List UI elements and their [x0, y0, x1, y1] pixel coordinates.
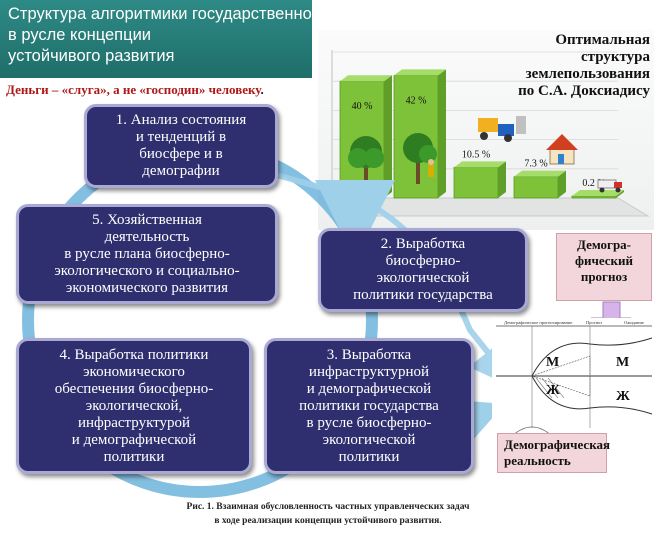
step-3-line-5: в русле биосферно-	[306, 414, 432, 431]
title-line-2: в русле концепции	[8, 26, 151, 44]
step-5-line-1: 5. Хозяйственная	[92, 211, 202, 228]
demographic-chart: Демографическое прогнозирование Прогноз …	[492, 318, 656, 440]
money-note-dot: .	[260, 82, 264, 97]
step-3-infrastructure: 3. Выработка инфраструктурной и демограф…	[264, 338, 474, 474]
step-4-line-5: инфраструктурой	[77, 414, 191, 431]
land-use-bar-label-5: 0.2 %	[582, 178, 605, 189]
caption-line-2: в ходе реализации концепции устойчивого …	[214, 516, 442, 526]
land-use-bar-label-3: 10.5 %	[462, 149, 490, 160]
land-use-bar-top-5	[572, 190, 624, 196]
step-1-line-1: 1. Анализ состояния	[115, 112, 247, 128]
step-1-line-4: демографии	[142, 163, 220, 179]
step-2-line-1: 2. Выработка	[380, 236, 466, 252]
forecast-line-1: Демогра-	[576, 237, 632, 252]
title-line-3: устойчивого развития	[8, 47, 175, 65]
step-5-line-4: экологического и социально-	[54, 262, 240, 279]
land-use-bar-side-3	[498, 161, 506, 198]
step-3-line-6: экологической	[322, 431, 416, 448]
step-5-line-5: экономического развития	[65, 279, 229, 296]
demo-chart-bg	[492, 318, 656, 440]
step-3-line-3: и демографической	[306, 380, 432, 397]
land-use-bar-side-4	[558, 170, 566, 198]
land-use-bar-top-1	[340, 75, 392, 82]
step-3-line-4: политики государства	[299, 397, 439, 414]
step-4-line-2: экономического	[83, 363, 185, 380]
step-4-line-3: обеспечения биосферно-	[54, 380, 214, 397]
step-4-line-7: политики	[103, 448, 165, 465]
tree-icon	[348, 136, 384, 184]
land-use-bar-top-2	[394, 69, 446, 76]
forecast-line-3: прогноз	[580, 269, 628, 284]
step-4-economic: 4. Выработка политики экономического обе…	[16, 338, 252, 474]
step-4-line-4: экологической,	[85, 397, 183, 414]
step-3-line-1: 3. Выработка	[326, 346, 412, 363]
land-use-title-line-3: землепользования	[525, 66, 650, 82]
money-note: Деньги – «слуга», а не «господин» челове…	[6, 82, 306, 98]
step-2-line-4: политики государства	[353, 287, 493, 303]
land-use-bar-top-4	[514, 170, 566, 177]
step-2-policy: 2. Выработка биосферно- экологической по…	[318, 228, 528, 312]
construction-icon	[478, 116, 526, 142]
demographic-forecast-callout: Демогра- фический прогноз	[556, 233, 652, 301]
money-note-text: Деньги – «слуга», а не «господин» челове…	[6, 82, 261, 97]
step-5-line-3: в русле плана биосферно-	[64, 245, 230, 262]
demo-top-label-1: Демографическое прогнозирование	[504, 320, 572, 325]
reality-line-1: Демографическая	[504, 437, 611, 452]
step-1-line-2: и тенденций в	[135, 129, 227, 145]
land-use-title-line-1: Оптимальная	[555, 32, 650, 48]
demo-m-label-left: М	[546, 355, 559, 370]
land-use-bar-side-2	[438, 69, 446, 198]
forecast-line-2: фический	[575, 253, 633, 268]
land-use-bar-label-2: 42 %	[406, 95, 427, 106]
land-use-bar-3	[453, 166, 499, 199]
demo-m-label-right: М	[616, 355, 629, 370]
caption-line-1: Рис. 1. Взаимная обусловленность частных…	[186, 502, 470, 512]
land-use-chart: 40 % 42 % 10.5 % 7.3 % 0.2 %	[318, 30, 654, 230]
demo-top-label-2: Прогноз	[586, 320, 602, 325]
step-4-line-1: 4. Выработка политики	[59, 346, 209, 363]
figure-caption: Рис. 1. Взаимная обусловленность частных…	[0, 500, 656, 528]
land-use-bar-label-4: 7.3 %	[524, 159, 547, 170]
demo-zh-label-left: Ж	[546, 383, 560, 398]
tree-person-icon	[403, 133, 437, 184]
demo-top-label-3: Ожидание	[624, 320, 644, 325]
step-4-line-6: и демографической	[71, 431, 197, 448]
step-1-line-3: биосфере и в	[139, 146, 223, 162]
land-use-title-line-4: по С.А. Доксиадису	[518, 83, 650, 99]
step-5-line-2: деятельность	[104, 228, 190, 245]
step-3-line-2: инфраструктурной	[308, 363, 430, 380]
land-use-bar-side-1	[384, 75, 392, 198]
demo-zh-label-right: Ж	[616, 389, 630, 404]
reality-line-2: реальность	[504, 453, 571, 468]
land-use-title-line-2: структура	[580, 49, 650, 65]
land-use-bar-top-3	[454, 161, 506, 168]
land-use-title: Оптимальная структура землепользования п…	[470, 32, 650, 100]
step-2-line-2: биосферно-	[385, 253, 461, 269]
land-use-chart-svg: 40 % 42 % 10.5 % 7.3 % 0.2 %	[330, 50, 650, 217]
truck-icon	[597, 179, 622, 193]
land-use-bar-side-5	[616, 190, 624, 198]
land-use-bar-label-1: 40 %	[352, 101, 373, 112]
step-2-line-3: экологической	[376, 270, 470, 286]
step-5-economy: 5. Хозяйственная деятельность в русле пл…	[16, 204, 278, 304]
step-3-line-7: политики	[338, 448, 400, 465]
demographic-reality-callout: Демографическая реальность	[497, 433, 611, 473]
step-1-analysis: 1. Анализ состояния и тенденций в биосфе…	[84, 104, 278, 188]
house-icon	[546, 134, 578, 165]
